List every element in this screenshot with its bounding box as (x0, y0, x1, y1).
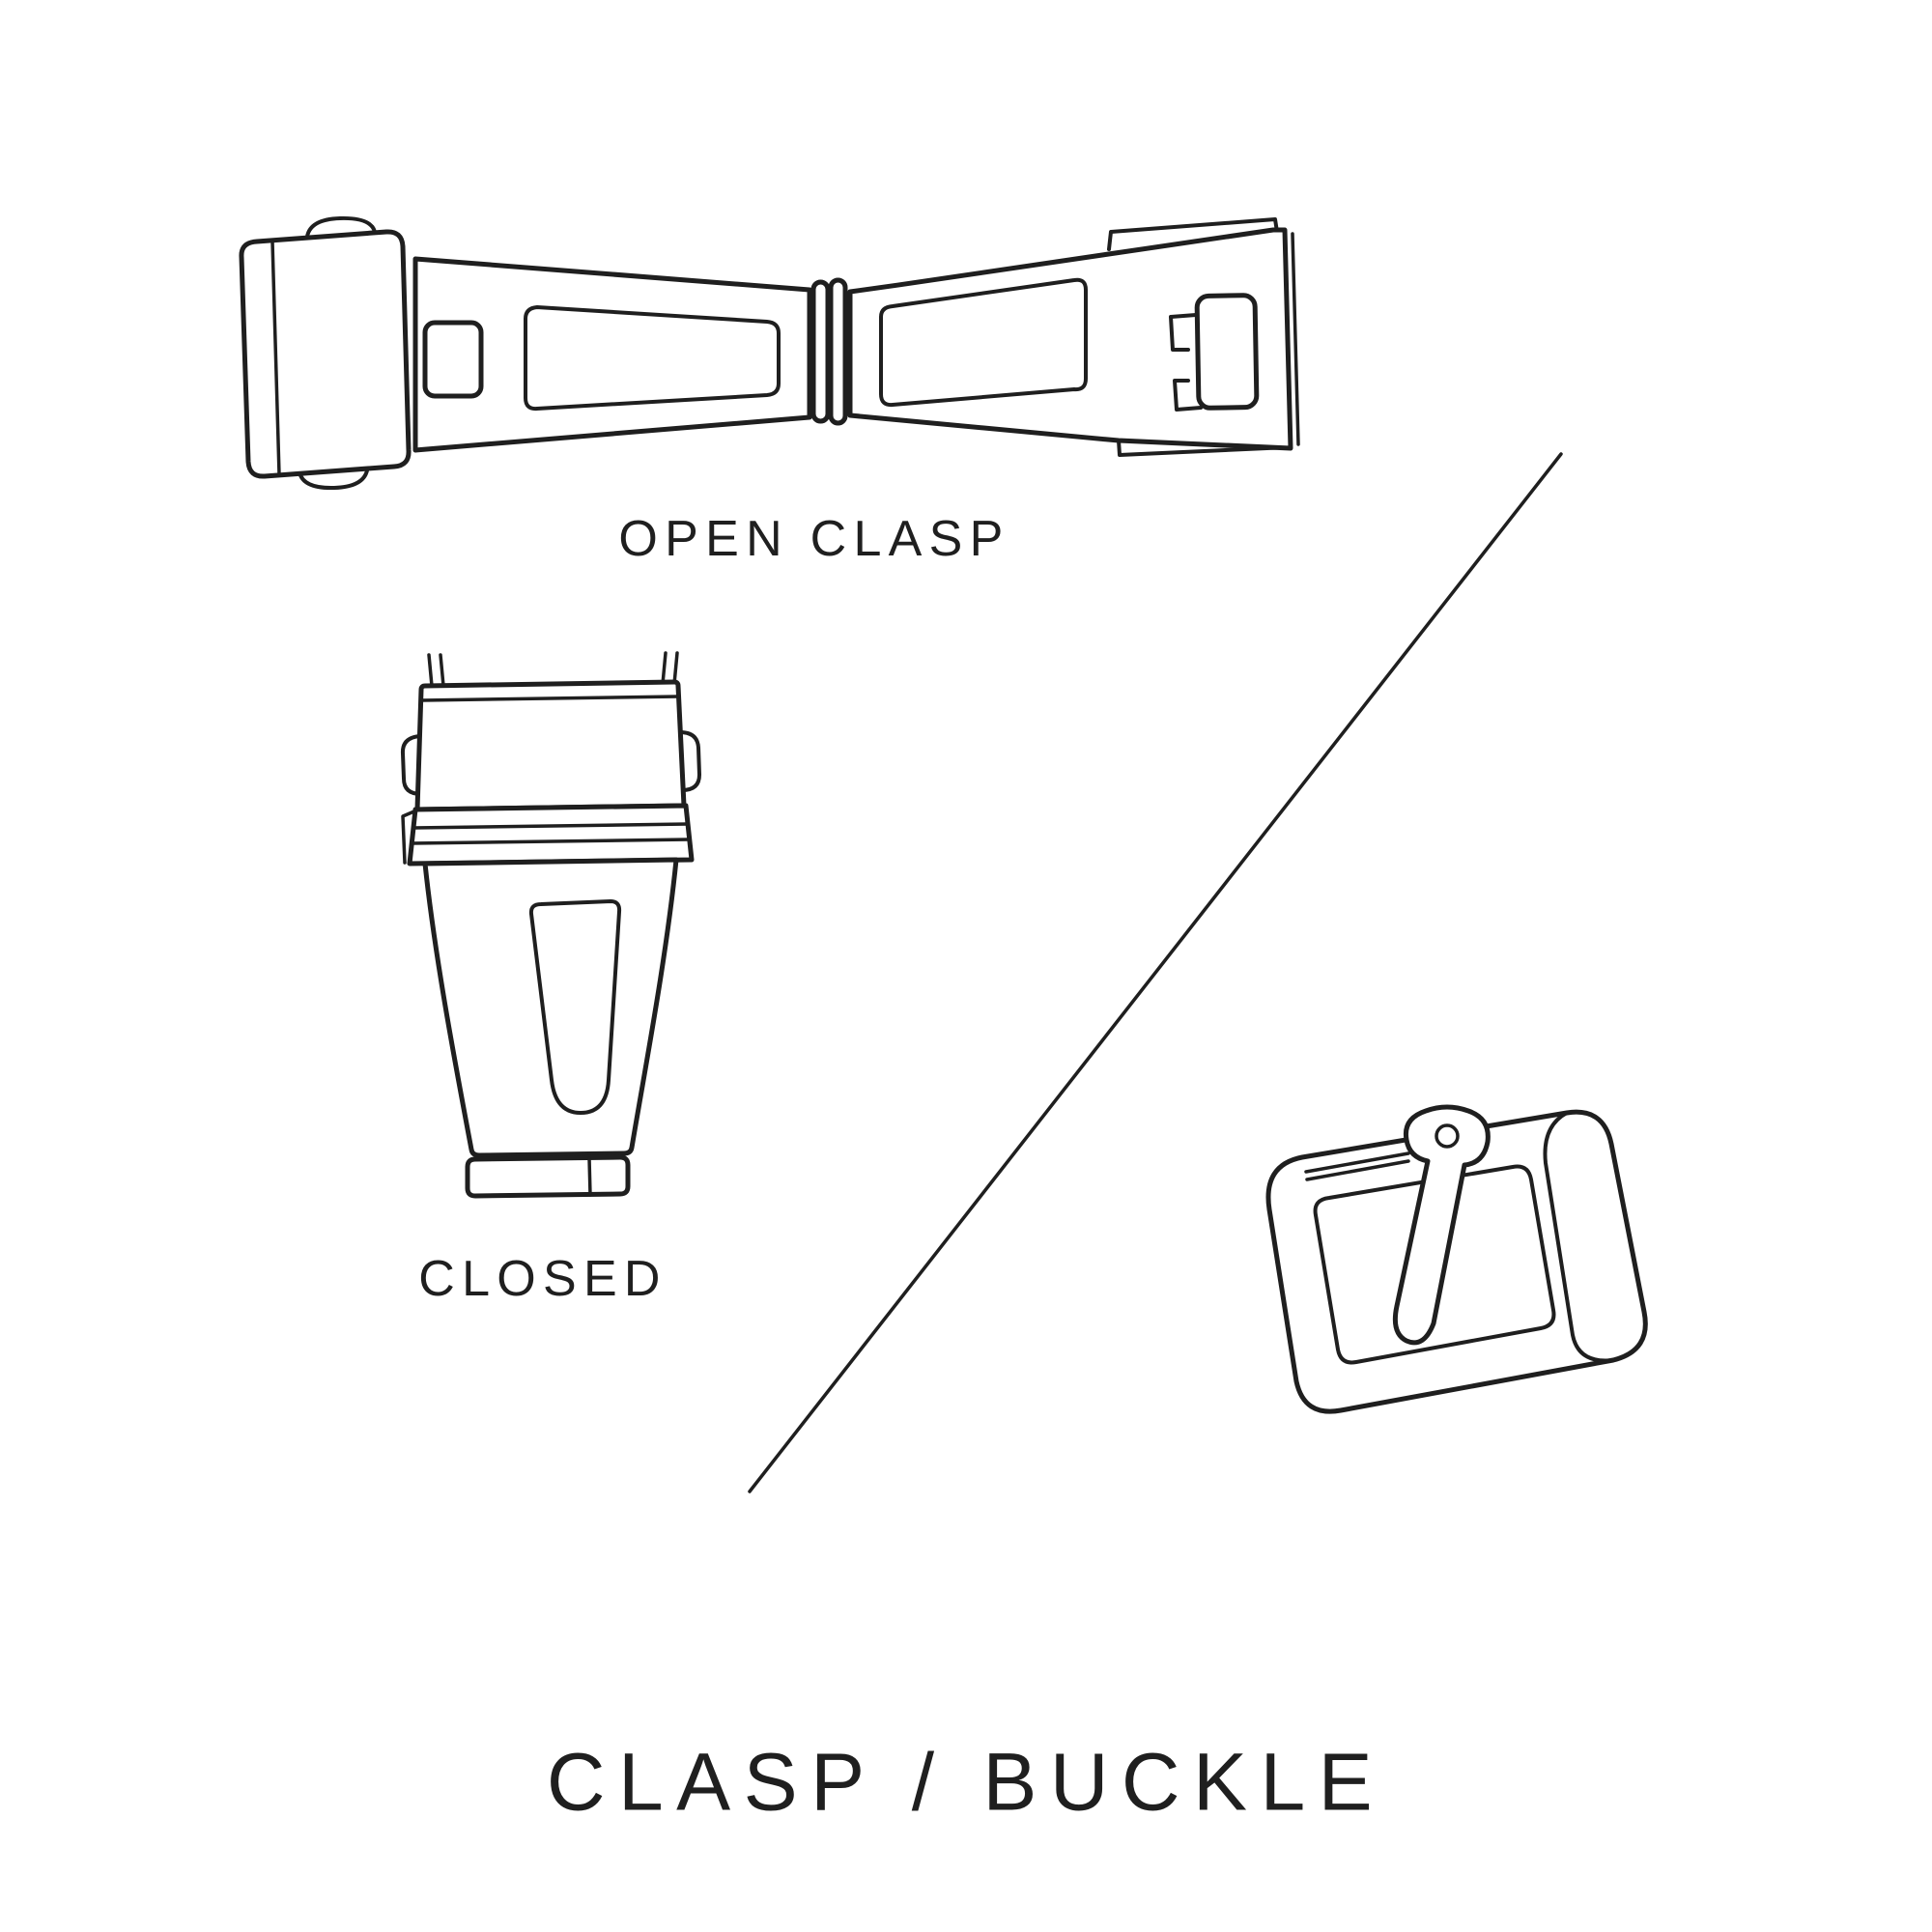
closed-clasp-body (422, 857, 679, 1158)
closed-clasp-right-prong (661, 651, 679, 686)
buckle-tongue-loop (1435, 1123, 1460, 1149)
open-clasp-label: OPEN CLASP (618, 511, 1010, 567)
clasp-left-block (239, 215, 412, 491)
closed-clasp-label: CLOSED (418, 1251, 668, 1307)
clasp-hinge (810, 277, 848, 426)
closed-clasp-end-bar (465, 1154, 631, 1199)
buckle-pin-axle (1304, 1151, 1410, 1181)
closed-clasp-left-ear (400, 734, 423, 796)
clasp-right-arm (847, 217, 1300, 457)
buckle-tongue (1392, 1104, 1491, 1346)
tang-buckle-icon (1265, 1104, 1648, 1414)
closed-clasp-stack (401, 803, 695, 867)
open-clasp-icon (239, 215, 1300, 491)
buckle-thick-side (1543, 1111, 1615, 1363)
clasp-left-arm (412, 256, 812, 453)
buckle-opening (1313, 1164, 1556, 1365)
closed-clasp-left-prong (427, 653, 445, 688)
closed-clasp-top-block (414, 679, 687, 812)
page-title: CLASP / BUCKLE (546, 1736, 1386, 1828)
diagonal-divider-line (748, 452, 1563, 1493)
closed-clasp-right-ear (678, 730, 701, 792)
closed-clasp-icon (400, 651, 701, 1199)
